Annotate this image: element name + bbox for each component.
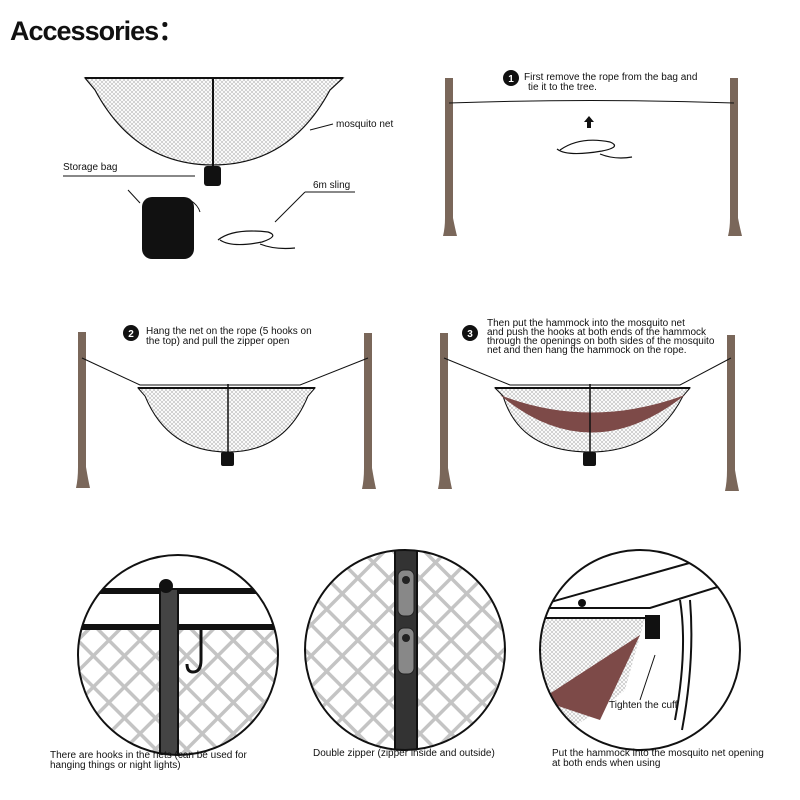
tree-left: [443, 78, 457, 236]
zipper-slider: [397, 569, 415, 617]
step-text: the top) and pull the zipper open: [146, 336, 289, 347]
zipper-pouch: [204, 166, 221, 186]
step-1-panel: 1 First remove the rope from the bag and…: [443, 70, 742, 236]
sling-label: 6m sling: [313, 180, 350, 191]
step-number: 2: [128, 329, 134, 340]
caption: Double zipper (zipper inside and outside…: [313, 748, 495, 759]
step-text: tie it to the tree.: [528, 82, 597, 93]
page-title: Accessories：: [10, 16, 184, 46]
hooks-detail: There are hooks in the nets (can be used…: [50, 554, 279, 771]
step-text: and push the hooks at both ends of the h…: [487, 327, 707, 338]
arrow-up-icon: [584, 116, 594, 128]
step-number: 1: [508, 74, 514, 85]
sling-illustration: [217, 230, 296, 250]
hook-icon: [185, 630, 203, 674]
zipper-slider: [397, 627, 415, 675]
caption: There are hooks in the nets (can be used…: [50, 750, 247, 761]
step-text: net and then hang the hammock on the rop…: [487, 345, 687, 356]
hammock-illustration: [500, 395, 685, 433]
step-text: Then put the hammock into the mosquito n…: [487, 318, 685, 329]
zipper-detail: Double zipper (zipper inside and outside…: [304, 549, 506, 759]
step-text: Hang the net on the rope (5 hooks on: [146, 326, 312, 337]
caption: at both ends when using: [552, 758, 660, 769]
caption: Put the hammock into the mosquito net op…: [552, 748, 764, 759]
caption: hanging things or night lights): [50, 760, 181, 771]
step-number: 3: [467, 329, 473, 340]
step-3-panel: 3 Then put the hammock into the mosquito…: [438, 318, 739, 491]
step-text: First remove the rope from the bag and: [524, 72, 697, 83]
step-text: through the openings on both sides of th…: [487, 336, 715, 347]
cuff-detail: Tighten the cuff Put the hammock into th…: [539, 549, 764, 769]
cuff-label: Tighten the cuff: [609, 700, 678, 711]
storage-bag-illustration: [142, 197, 194, 259]
storage-bag-label: Storage bag: [63, 162, 118, 173]
mosquito-net-label: mosquito net: [336, 119, 393, 130]
step-2-panel: 2 Hang the net on the rope (5 hooks on t…: [76, 325, 376, 489]
accessories-panel: mosquito net Storage bag 6m sling: [63, 77, 393, 259]
tree-right: [728, 78, 742, 236]
